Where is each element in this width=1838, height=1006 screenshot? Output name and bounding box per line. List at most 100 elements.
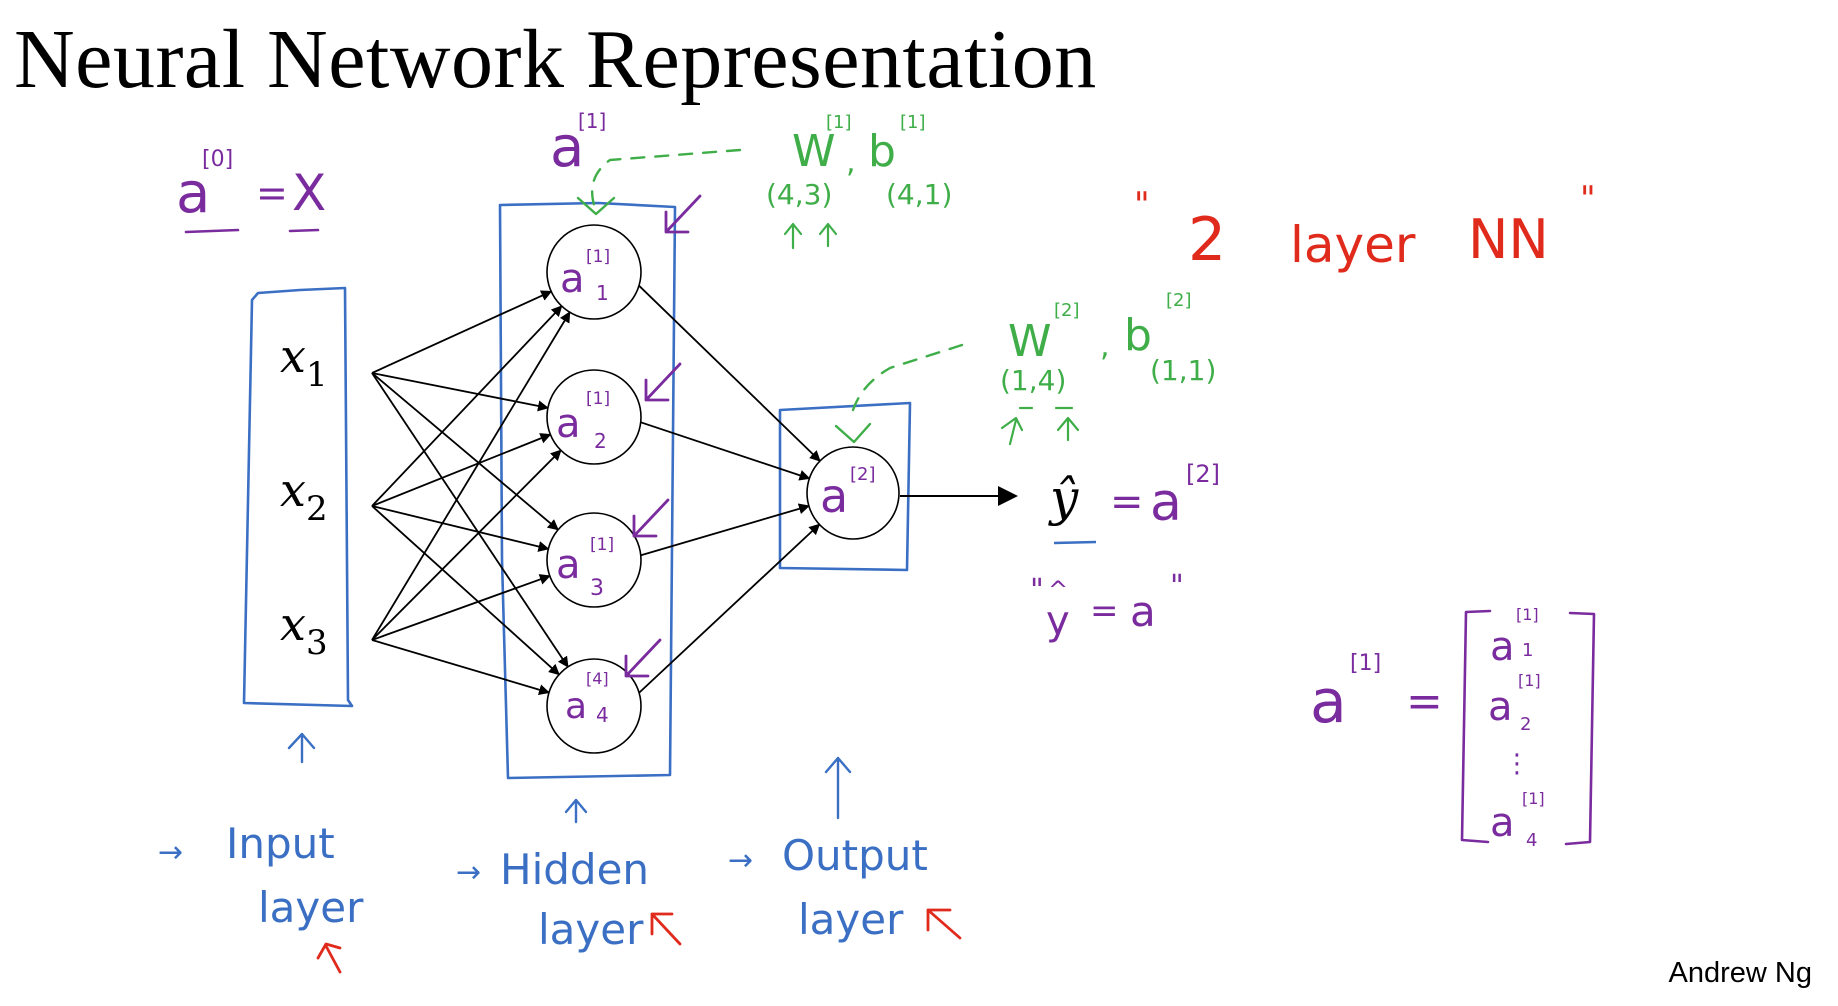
edge-x1-a3 [371,372,559,531]
input-x1-base: x [280,329,306,383]
hidden-node-1-sub: 1 [596,281,609,305]
hidden-node-pointer-4 [624,638,662,678]
two-layer-quote-close: " [1580,179,1596,219]
b2-letter: b [1124,310,1152,361]
a1-vector-equation: a [1] = a [1] 1 a [1] 2 ⋮ a [1] 4 [1310,605,1545,851]
a1-vector-entry-2-base: a [1488,684,1513,730]
b2-sup: [2] [1166,290,1192,311]
a1-top-base: a [550,115,584,180]
hidden-layer-line2: layer [538,905,644,954]
b1-letter: b [868,126,896,177]
input-x1-sub: 1 [306,355,328,395]
hidden-node-2-base: a [556,401,581,447]
hidden-nodes [546,224,642,754]
hidden-node-4-base: a [565,686,587,727]
hidden-node-4-sub: 4 [596,703,609,727]
output-layer-line1: Output [782,831,928,880]
yhat-hand-quote-close: " [1170,569,1184,604]
layer-labels: → Input layer → Hidden layer → Output la… [158,819,928,954]
w2-letter: W [1008,316,1052,367]
a1-top-sup: [1] [578,109,606,133]
b1-shape: (4,1) [886,178,952,211]
hidden-node-4 [546,658,642,754]
two-layer-quote-open: " [1134,185,1150,225]
hidden-layer-line1: Hidden [500,845,649,894]
input-layer-line2: layer [258,883,364,932]
author-signature: Andrew Ng [1668,957,1812,989]
hidden-node-2 [546,369,642,465]
a1-top-label: a [1] [550,109,606,180]
w1-shape-arrows [783,222,838,250]
a1-vector-entry-2-sub: 2 [1520,714,1531,735]
a1-vector-lhs-base: a [1310,667,1347,737]
edge-x1-a1 [371,290,553,374]
yhat-handwritten: " ^ y = a " [1030,569,1184,644]
edge-x1-a4 [371,372,569,668]
w2-shape: (1,4) [1000,364,1066,397]
two-layer-word: layer [1290,216,1416,274]
a1-pointer-head [576,196,616,216]
slide-title: Neural Network Representation [14,13,1097,106]
a1-vector-entry-3-sub: 4 [1526,830,1537,851]
output-node-sup: [2] [850,464,876,485]
connections [371,282,821,697]
b1-sup: [1] [900,112,926,133]
w1-letter: W [792,126,836,177]
a0-equals-x: a [0] = X [176,147,326,226]
input-labels: x 1 x 2 x 3 [280,329,328,663]
a1-pointer-dashed [590,148,742,210]
hidden-node-3-base: a [556,542,581,588]
a1-vector-lhs-sup: [1] [1350,651,1381,676]
red-arrow-input [316,942,342,974]
hidden-node-pointer-3 [632,498,670,538]
edge-x3-a2 [371,449,562,641]
yhat-a: a [1150,473,1182,533]
hidden-node-1-base: a [560,256,585,302]
output-layer-arrow: → [728,843,753,878]
hidden-layer-box [498,201,677,780]
hidden-node-3-sup: [1] [590,535,614,555]
edge-x2-a1 [371,305,563,507]
a1-vector-entry-1-sup: [1] [1516,605,1539,624]
a1-vector-equals: = [1406,676,1443,727]
yhat-hand-y: y [1046,598,1070,644]
yhat-hand-quote-open: " [1030,573,1044,608]
a0-equals: = [256,171,288,215]
hidden-node-2-sup: [1] [586,389,610,409]
hidden-node-4-sup: [4] [586,669,609,688]
edge-a2-output [636,419,811,481]
red-arrow-output [926,908,962,940]
output-layer-line2: layer [798,895,904,944]
yhat-equation: ŷ = a [2] [1048,460,1220,545]
edge-a4-output [635,523,821,697]
two-layer-nn-label: " 2 layer NN " [1134,179,1596,275]
a1-vector-entry-3-sup: [1] [1522,789,1545,808]
input-layer-arrow: → [158,835,183,870]
w1-shape: (4,3) [766,178,832,211]
a1-vector-entry-2-sup: [1] [1518,671,1541,690]
hidden-node-3 [546,512,642,608]
input-layer-line1: Input [226,819,335,868]
edge-x3-a1 [371,311,571,641]
output-node-label: a [2] [820,464,876,523]
a1-vector-entry-3-base: a [1490,800,1515,846]
hidden-node-pointer-2 [644,362,682,402]
w2-sup: [2] [1054,300,1080,321]
yhat-hand-a: a [1130,587,1156,636]
edge-x2-a2 [371,433,552,507]
yhat-equals: = [1110,479,1144,525]
hidden-node-1 [546,224,642,320]
hidden-node-labels: a [1] 1 a [1] 2 a [1] 3 a [4] 4 [556,247,614,727]
a1-vector-brackets [1460,609,1596,846]
yhat-hand-equals: = [1090,591,1119,631]
two-layer-number: 2 [1188,205,1226,275]
input-x3-sub: 3 [306,623,328,663]
hidden-node-pointers [624,194,702,678]
a1-vector-entry-1-base: a [1490,624,1515,670]
hidden-node-pointer-1 [664,194,702,234]
two-layer-nn: NN [1468,208,1549,271]
input-x2-base: x [280,463,306,517]
w1-b1-annotation: W [1] , b [1] (4,3) (4,1) [766,112,952,211]
hidden-layer-arrow: → [456,855,481,890]
